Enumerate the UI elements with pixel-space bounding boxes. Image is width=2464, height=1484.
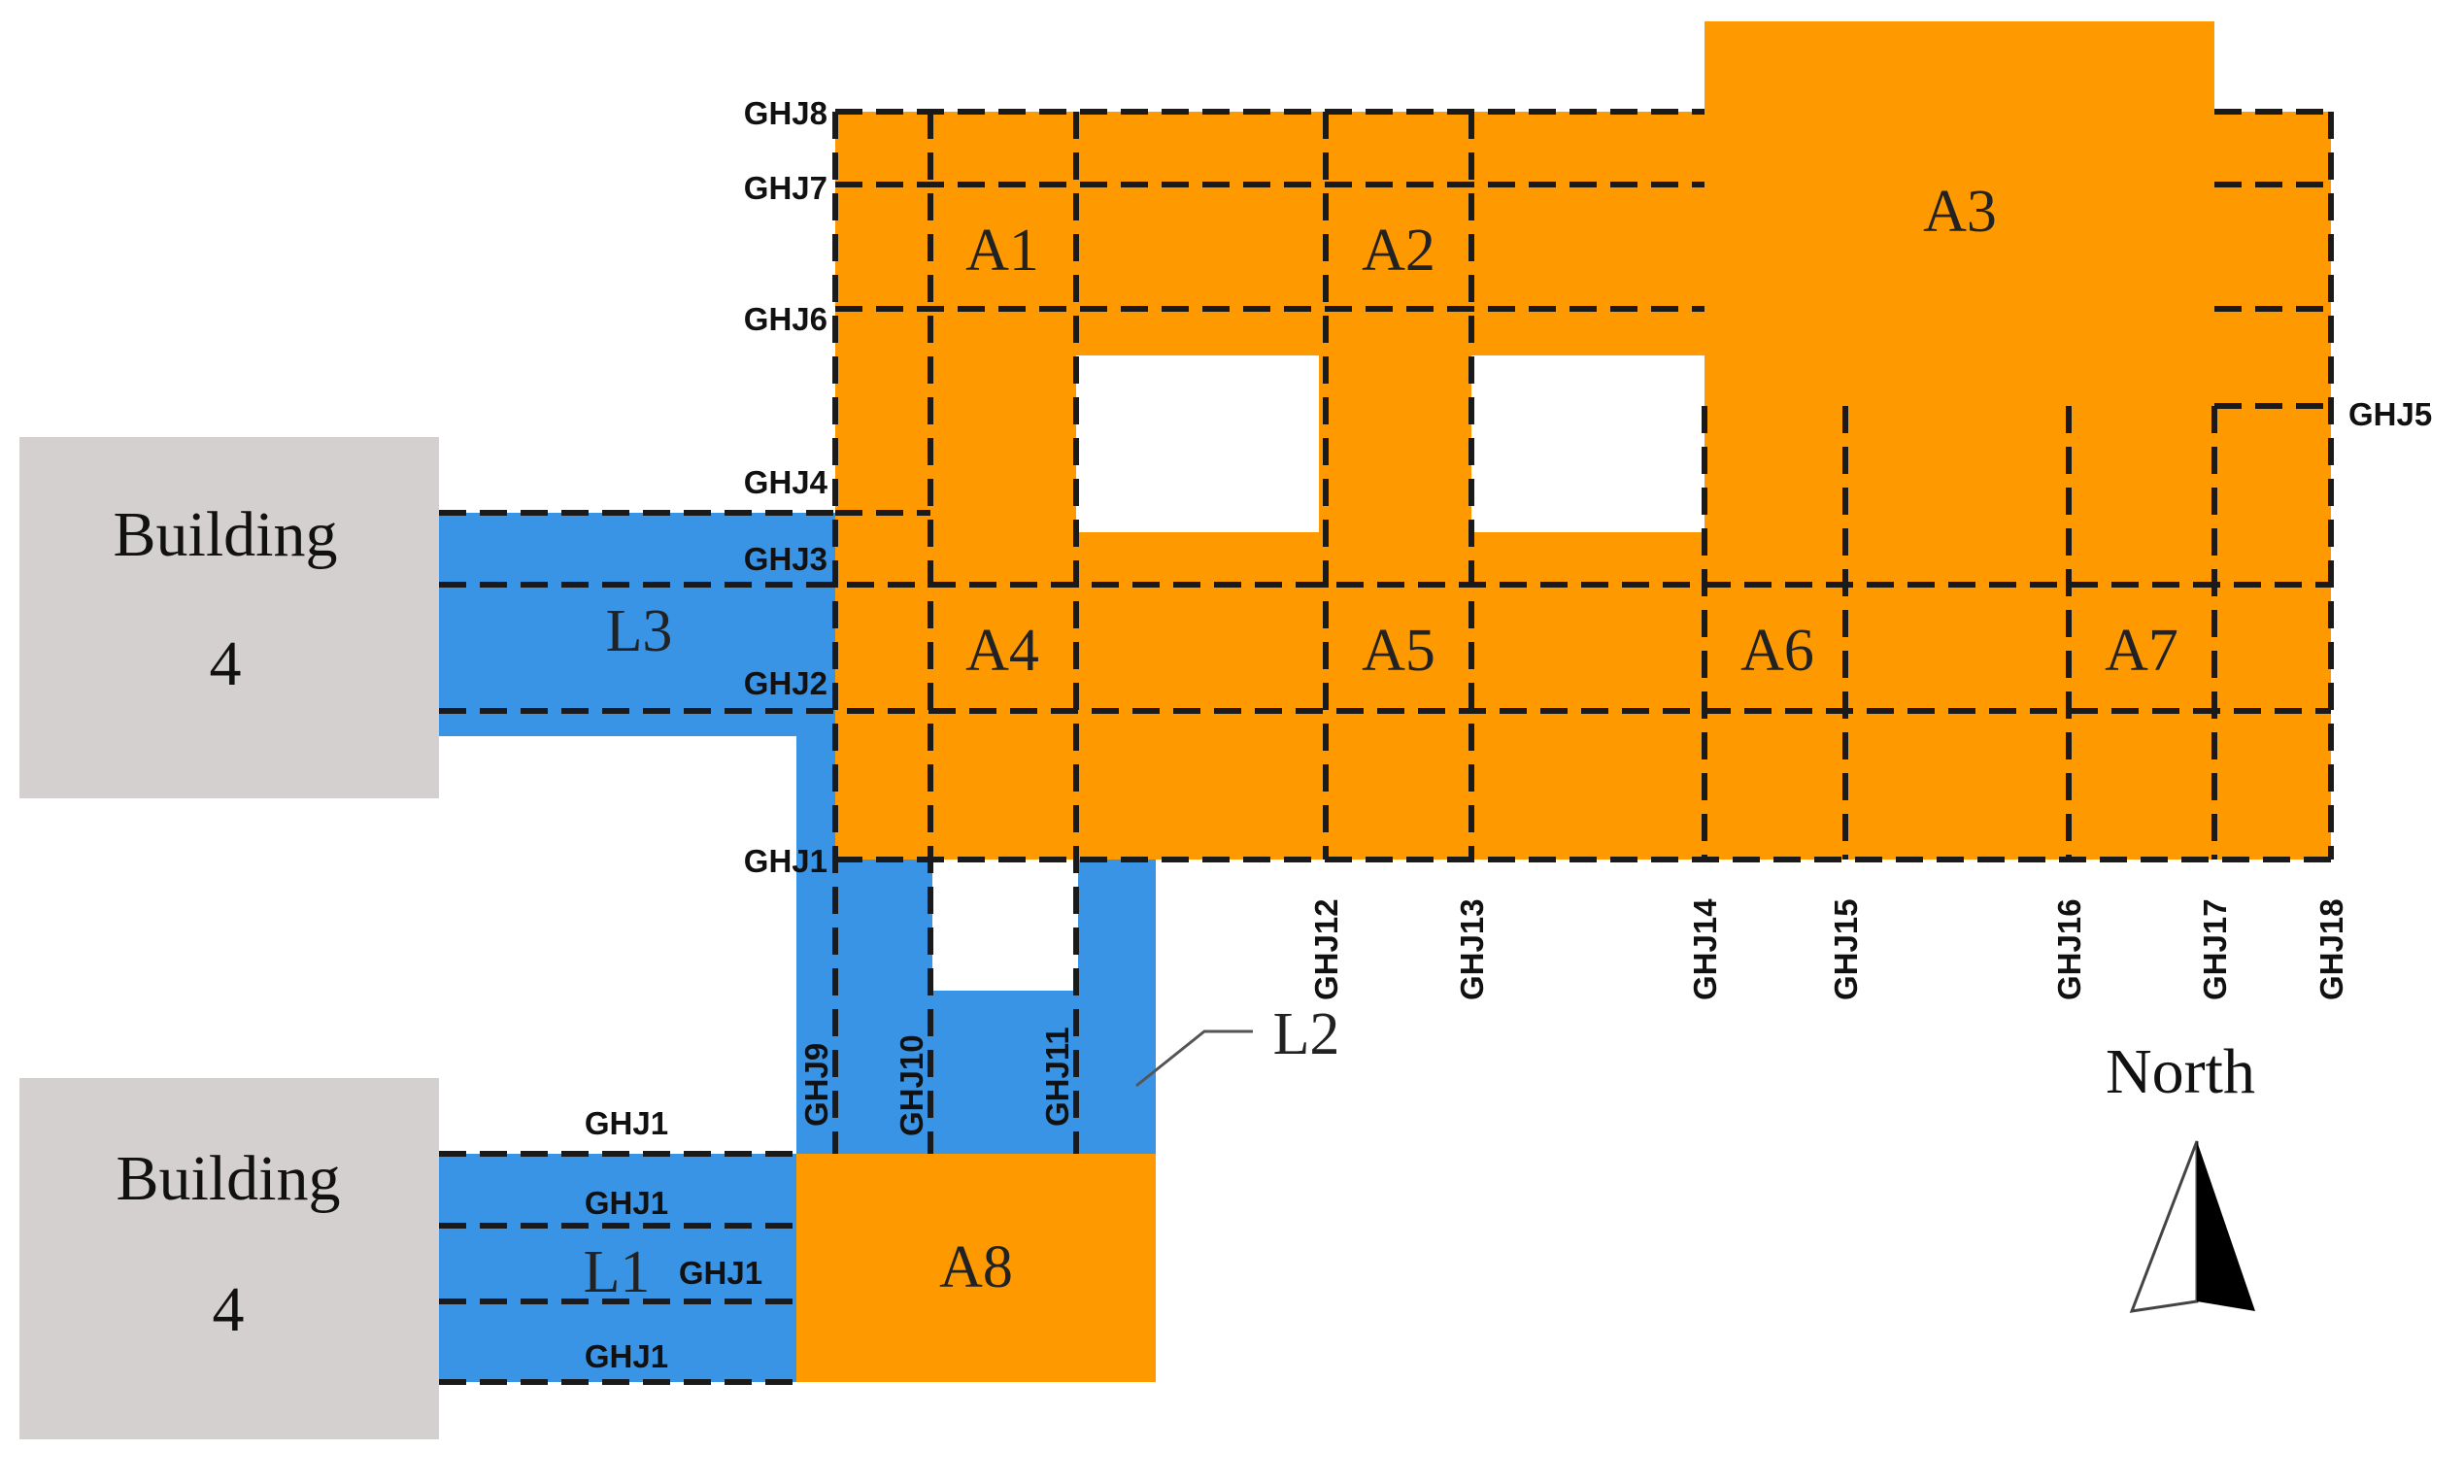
axis-label-ghj15: GHJ15 [1828, 898, 1864, 1000]
link-l1-area [439, 1154, 796, 1382]
link-l3-connector [796, 513, 835, 921]
area-label-a8: A8 [939, 1234, 1013, 1300]
axis-label-ghj9: GHJ9 [798, 1043, 834, 1127]
north-arrow-left-half [2129, 1140, 2199, 1313]
axis-label-ghj1: GHJ1 [744, 843, 827, 879]
void-below-block [1156, 860, 2418, 879]
axis-label-ghj5: GHJ5 [2348, 396, 2432, 432]
axis-label-ghj11: GHJ11 [1039, 1027, 1075, 1127]
building-top-line1: Building [113, 499, 337, 570]
building-bottom-line1: Building [116, 1143, 340, 1214]
link-l2-leader-line [1135, 1029, 1253, 1088]
void-3 [934, 860, 1078, 991]
axis-label-ghj8: GHJ8 [744, 95, 827, 131]
axis-label-ghj10: GHJ10 [894, 1034, 929, 1136]
area-label-a6: A6 [1740, 618, 1814, 684]
a3-raised-block [1705, 21, 2214, 118]
axis-label-ghj7: GHJ7 [744, 170, 827, 206]
building-top [19, 437, 439, 798]
building-bottom-line2: 4 [213, 1274, 245, 1345]
axis-label-ghj16: GHJ16 [2051, 898, 2087, 1000]
area-label-a5: A5 [1362, 618, 1435, 684]
area-label-a4: A4 [965, 618, 1039, 684]
axis-label-ghj14: GHJ14 [1687, 898, 1723, 1000]
link-l2-left [796, 860, 932, 1156]
axis-label-ghj18: GHJ18 [2313, 898, 2349, 1000]
link-label-l1: L1 [584, 1239, 651, 1305]
voids [934, 355, 2418, 991]
north-label: North [2106, 1036, 2255, 1107]
building-bottom [19, 1078, 439, 1439]
area-label-a1: A1 [965, 218, 1039, 284]
link-l2-mid [932, 991, 1078, 1156]
axis-label-ghj6: GHJ6 [744, 301, 827, 337]
link-label-l3: L3 [606, 598, 673, 664]
axis-label-ghj1-l1-b: GHJ1 [585, 1185, 668, 1221]
axis-label-ghj1-l1-c: GHJ1 [679, 1255, 762, 1291]
area-label-a2: A2 [1362, 218, 1435, 284]
link-l3-area [439, 513, 835, 736]
axis-label-ghj17: GHJ17 [2197, 898, 2233, 1000]
area-label-a7: A7 [2105, 618, 2178, 684]
link-label-l2: L2 [1273, 1001, 1340, 1067]
a8-block [796, 1154, 1156, 1382]
void-1 [1076, 355, 1319, 532]
gridlines [439, 109, 2334, 1385]
void-2 [1471, 355, 1705, 532]
north-arrow-icon [2129, 1140, 2255, 1313]
building-top-line2: 4 [210, 628, 242, 699]
link-l2-right [1078, 860, 1156, 1156]
link-areas [439, 513, 1156, 1382]
axis-label-ghj2: GHJ2 [744, 665, 827, 701]
axis-label-ghj1-l1-bottom: GHJ1 [585, 1338, 668, 1374]
axis-label-ghj4: GHJ4 [744, 464, 828, 500]
axis-label-ghj12: GHJ12 [1308, 898, 1344, 1000]
area-label-a3: A3 [1923, 179, 1997, 245]
axis-label-ghj1-l1-top: GHJ1 [585, 1105, 668, 1141]
north-arrow-right-half [2197, 1141, 2255, 1311]
axis-label-ghj13: GHJ13 [1454, 898, 1490, 1000]
axis-label-ghj3: GHJ3 [744, 541, 827, 577]
